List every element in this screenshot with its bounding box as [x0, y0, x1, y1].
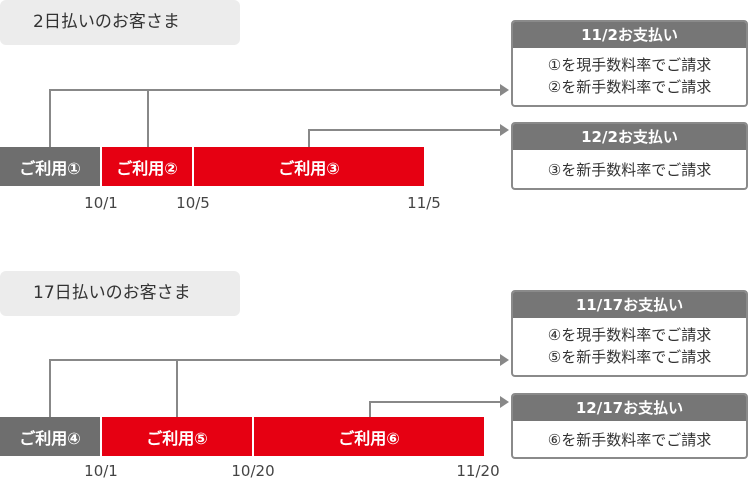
arrow-icon [500, 396, 509, 408]
date-label: 10/1 [84, 194, 118, 212]
payment-box-header: 12/2お支払い [513, 124, 746, 150]
payment-box: 12/17お支払い ⑥を新手数料率でご請求 [511, 393, 748, 459]
connector-line [49, 89, 51, 148]
date-label: 10/5 [176, 194, 210, 212]
usage-bar-1: ご利用① [0, 147, 100, 186]
section1-title: 2日払いのお客さま [0, 0, 240, 45]
section2-title: 17日払いのお客さま [0, 271, 240, 316]
date-label: 11/20 [456, 462, 500, 480]
usage-bar-3: ご利用③ [194, 147, 424, 186]
payment-box-line: ①を現手数料率でご請求 [547, 56, 712, 74]
arrow-icon [500, 124, 509, 136]
payment-box-header: 11/17お支払い [513, 292, 746, 318]
payment-box-line: ⑥を新手数料率でご請求 [547, 431, 712, 449]
connector-line [49, 359, 51, 418]
connector-line [369, 401, 501, 403]
connector-line [49, 359, 501, 361]
connector-line [147, 89, 149, 148]
payment-box: 12/2お支払い ③を新手数料率でご請求 [511, 122, 748, 190]
connector-line [308, 129, 501, 131]
payment-box-line: ②を新手数料率でご請求 [547, 78, 712, 96]
usage-bar-2: ご利用② [102, 147, 192, 186]
usage-bar-4: ご利用④ [0, 417, 100, 456]
payment-box-header: 12/17お支払い [513, 395, 746, 421]
date-label: 11/5 [407, 194, 441, 212]
arrow-icon [500, 354, 509, 366]
connector-line [49, 89, 501, 91]
connector-line [176, 359, 178, 418]
date-label: 10/20 [231, 462, 275, 480]
payment-box-line: ④を現手数料率でご請求 [547, 326, 712, 344]
payment-box: 11/17お支払い ④を現手数料率でご請求 ⑤を新手数料率でご請求 [511, 290, 748, 377]
arrow-icon [500, 84, 509, 96]
payment-box-line: ③を新手数料率でご請求 [547, 161, 712, 179]
payment-box-header: 11/2お支払い [513, 22, 746, 48]
connector-line [369, 401, 371, 418]
payment-box: 11/2お支払い ①を現手数料率でご請求 ②を新手数料率でご請求 [511, 20, 748, 107]
usage-bar-5: ご利用⑤ [102, 417, 252, 456]
connector-line [308, 129, 310, 148]
date-label: 10/1 [84, 462, 118, 480]
usage-bar-6: ご利用⑥ [254, 417, 484, 456]
payment-box-line: ⑤を新手数料率でご請求 [547, 348, 712, 366]
